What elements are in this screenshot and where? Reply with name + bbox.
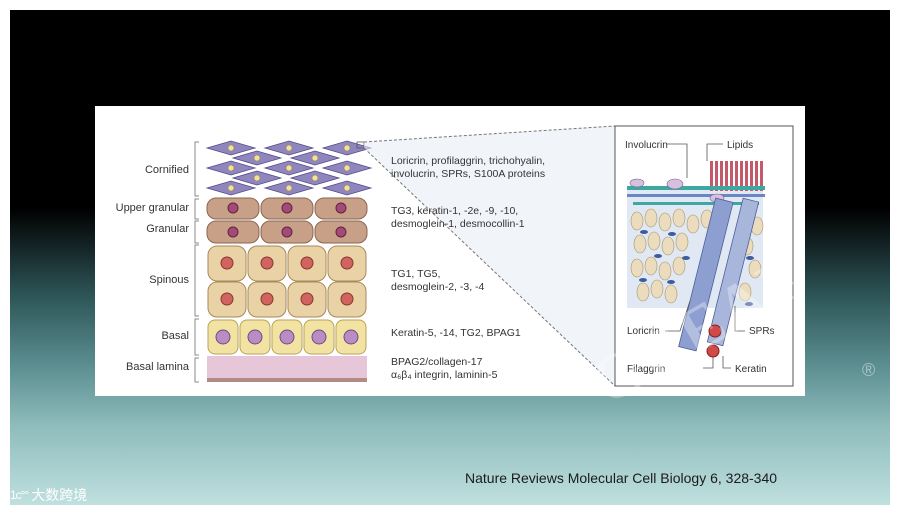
inset-label-sprs: SPRs: [749, 326, 775, 337]
keratin-rod-left: [678, 197, 734, 352]
citation-text: Nature Reviews Molecular Cell Biology 6,…: [465, 470, 778, 486]
desc-spinous-line-2: desmoglein-2, -3, -4: [391, 281, 485, 293]
zoom-wedge: [364, 126, 615, 386]
keratin-rod-right: [706, 197, 760, 347]
desc-cornified-line-1: Loricrin, profilaggrin, trichohyalin,: [391, 155, 545, 167]
envelope-strand-mid: [627, 194, 765, 197]
layer-label-granular: Granular: [146, 223, 189, 235]
inset-label-involucrin: Involucrin: [625, 140, 668, 151]
involucrin-blobs: [629, 178, 725, 203]
brand-logo-text: 大数跨境: [31, 487, 88, 503]
zoom-line-top: [363, 125, 616, 143]
inset-label-loricrin: Loricrin: [627, 326, 660, 337]
desc-basal-line-1: Keratin-5, -14, TG2, BPAG1: [391, 327, 521, 339]
desc-lamina-line-2: α₆β₄ integrin, laminin-5: [391, 369, 498, 381]
spr-marks: [639, 230, 754, 306]
spinous-cells: [207, 245, 367, 318]
inset-label-lipids: Lipids: [727, 140, 753, 151]
inset-label-keratin: Keratin: [735, 364, 767, 375]
brand-logo-mark: 1ᴄ°°: [10, 488, 29, 502]
desc-granular-line-2: desmoglein-1, desmocollin-1: [391, 218, 525, 230]
cornified-envelope-inset: Involucrin Lipids Loricrin SPRs Filaggri…: [614, 125, 794, 387]
layer-label-basal-lamina: Basal lamina: [126, 361, 190, 373]
desc-spinous-line-1: TG1, TG5,: [391, 268, 440, 280]
filaggrin-dot-1: [708, 324, 722, 338]
cornified-nuclei: [227, 144, 351, 192]
granular-cells: [206, 197, 368, 244]
brand-logo: 1ᴄ°° 大数跨境: [10, 485, 87, 505]
basal-lamina-band: [207, 356, 367, 378]
layer-label-cornified: Cornified: [145, 164, 189, 176]
desc-granular-line-1: TG3, keratin-1, -2e, -9, -10,: [391, 205, 518, 217]
zoom-line-bottom: [363, 147, 616, 387]
inset-callouts: [665, 143, 745, 369]
epidermis-diagram: Cornified Upper granular Granular Spinou…: [116, 125, 794, 387]
desc-lamina-line-1: BPAG2/collagen-17: [391, 356, 483, 368]
basal-lamina-edge: [207, 378, 367, 382]
layer-label-spinous: Spinous: [149, 274, 189, 286]
inset-label-filaggrin: Filaggrin: [627, 364, 665, 375]
envelope-strand-low: [633, 202, 759, 205]
lipids-bars: [710, 161, 763, 191]
basal-cells: [207, 319, 367, 355]
envelope-strand-top: [627, 186, 765, 190]
layer-label-basal: Basal: [161, 330, 189, 342]
layer-label-upper-granular: Upper granular: [116, 202, 190, 214]
figure-panel: Cornified Upper granular Granular Spinou…: [95, 106, 805, 396]
layer-brackets: [194, 141, 199, 383]
desc-cornified-line-2: involucrin, SPRs, S100A proteins: [391, 168, 545, 180]
watermark-registered-mark: ®: [862, 360, 876, 380]
